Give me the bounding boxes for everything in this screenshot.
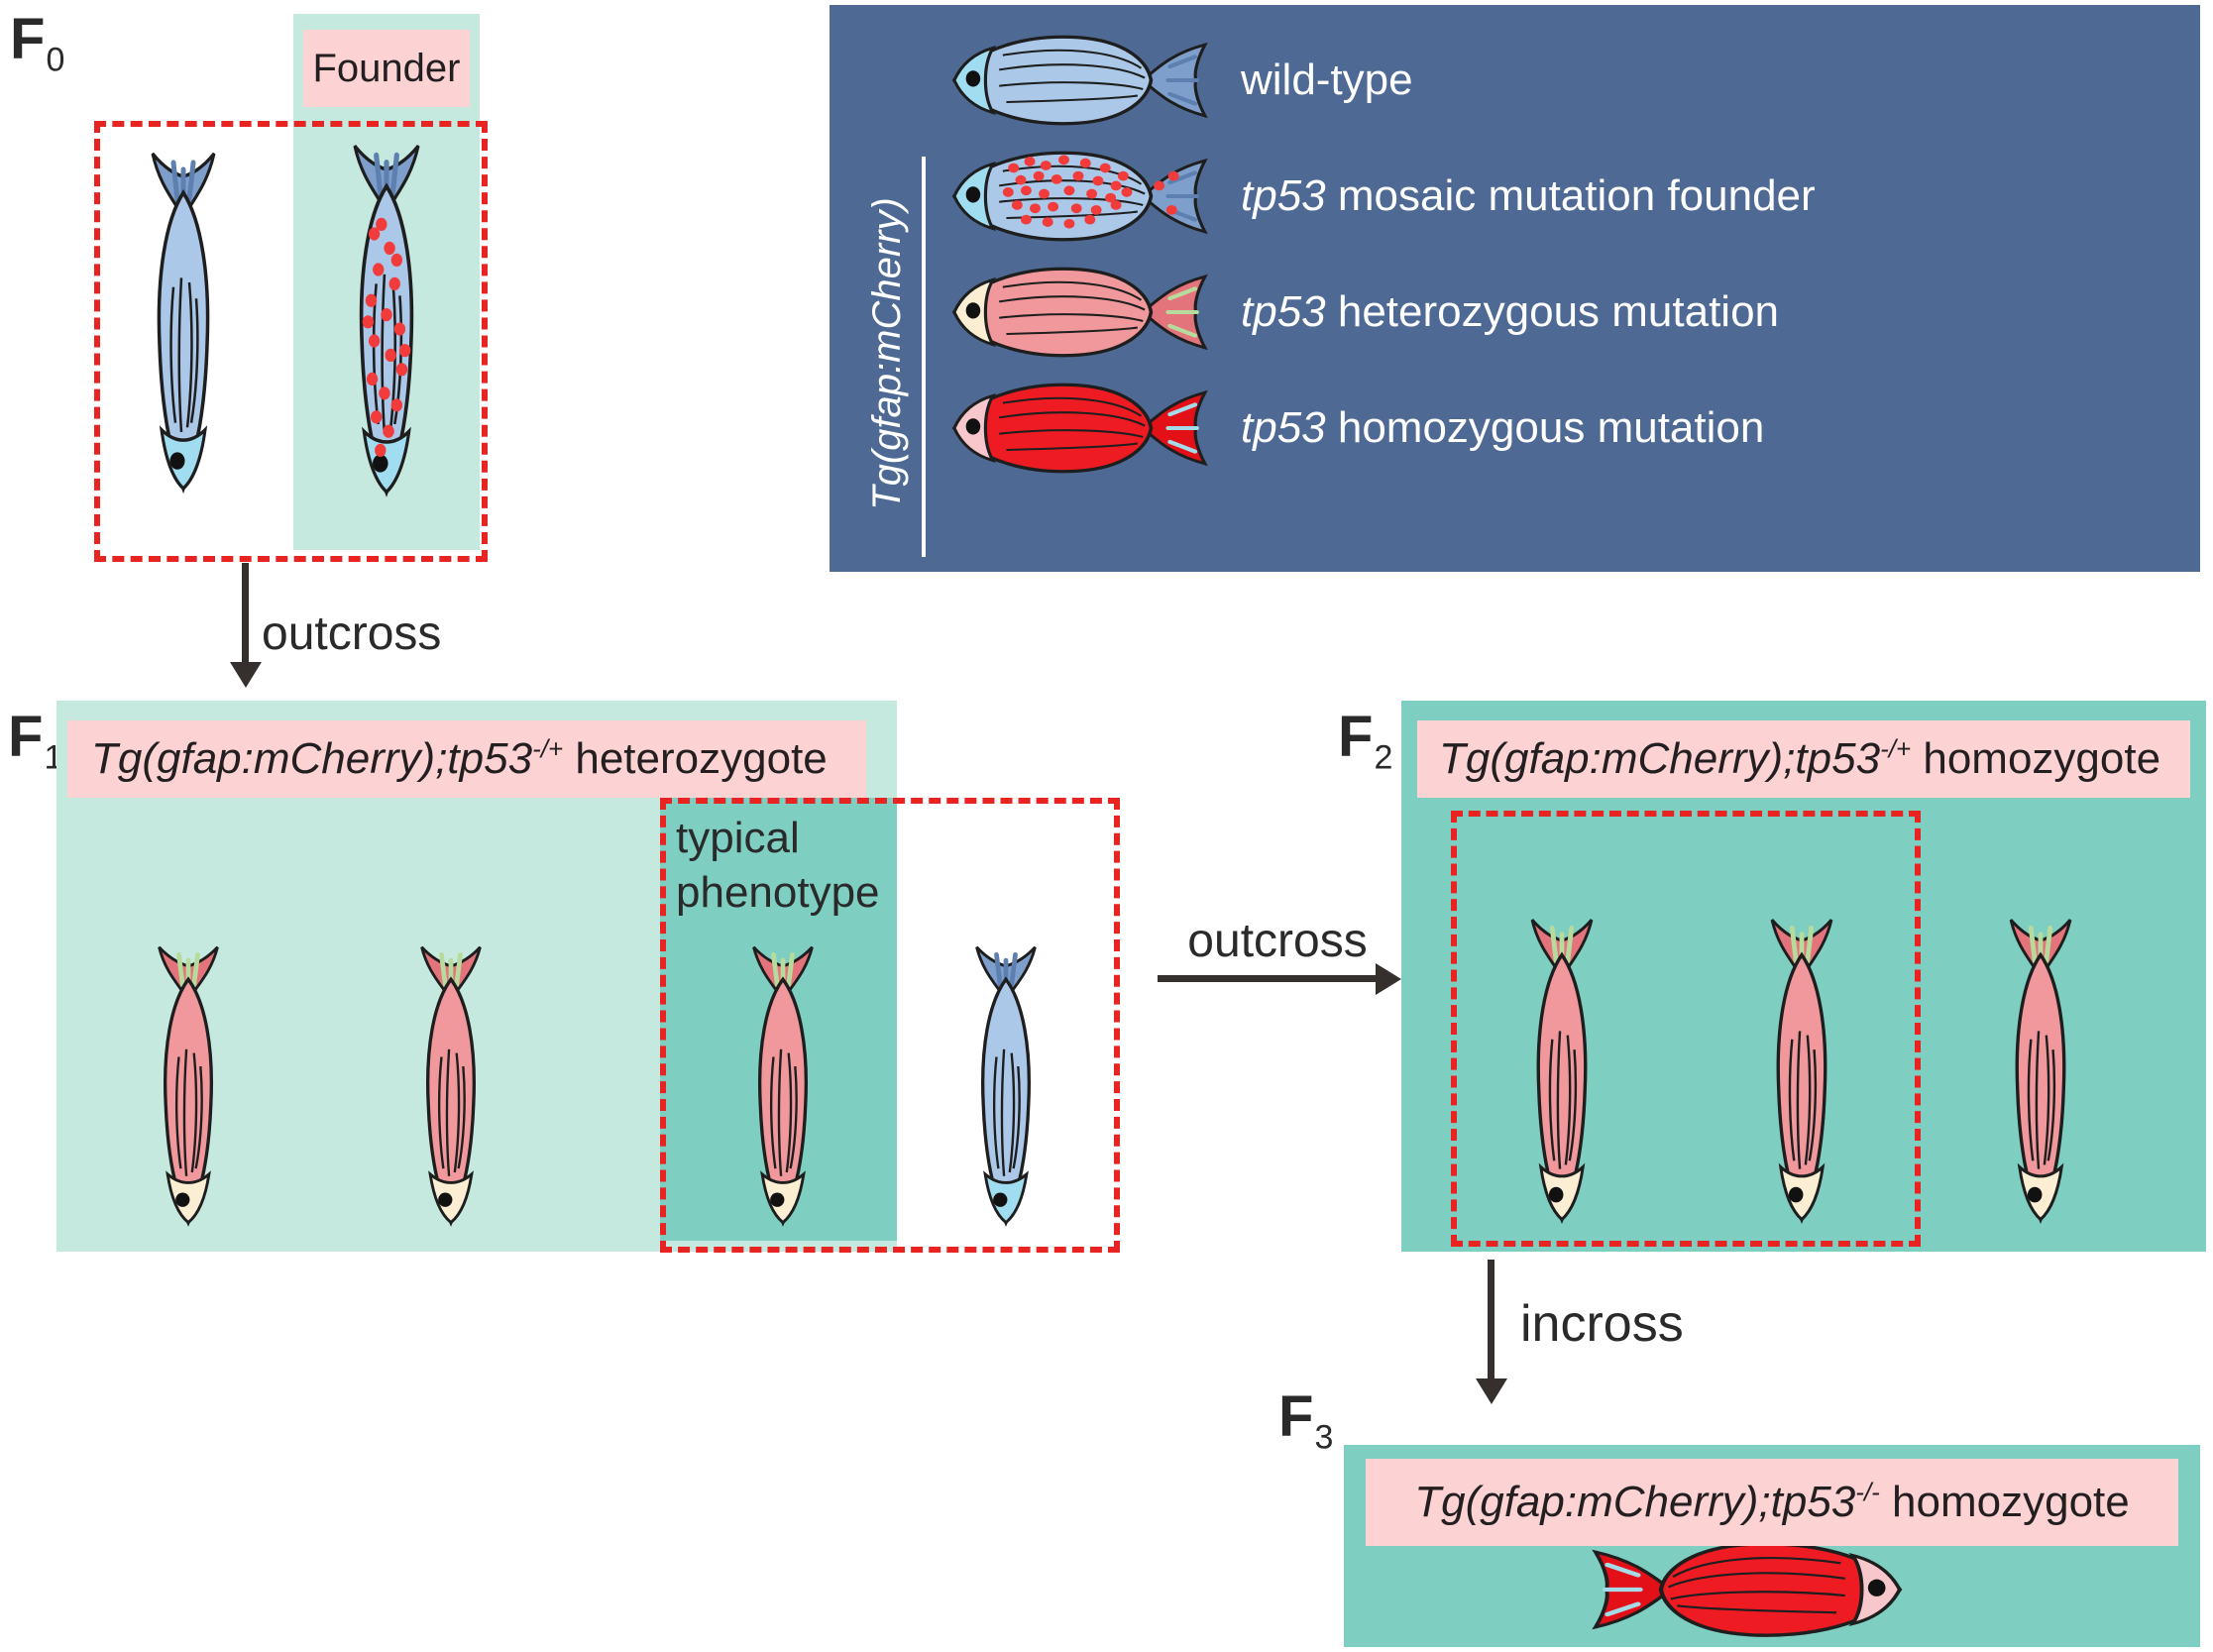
legend-row-mosaic: tp53 mosaic mutation founder xyxy=(1241,171,1816,220)
legend-heterozygous-fish-icon xyxy=(943,260,1213,365)
incross-arrow-label: incross xyxy=(1520,1295,1684,1353)
legend-homozygous-fish-icon xyxy=(943,376,1213,481)
outcross-arrow-2-label: outcross xyxy=(1187,915,1368,967)
f2-title-box: Tg(gfap:mCherry);tp53-/+ homozygote xyxy=(1417,720,2190,798)
incross-arrow-head xyxy=(1476,1378,1507,1404)
f1-het-fish-3-icon xyxy=(726,941,839,1235)
f2-fish-3-icon xyxy=(1983,914,2098,1233)
legend-row-wildtype: wild-type xyxy=(1241,55,1413,104)
f1-wildtype-fish-icon xyxy=(949,941,1062,1235)
f2-fish-1-icon xyxy=(1504,914,1619,1233)
founder-label: Founder xyxy=(312,47,461,90)
f2-generation-label: F2 xyxy=(1338,705,1394,777)
outcross-arrow-1-head xyxy=(230,662,262,688)
founder-label-box: Founder xyxy=(303,30,470,107)
f0-founder-fish-icon xyxy=(325,139,448,507)
outcross-arrow-1-line xyxy=(242,563,249,664)
f0-generation-label: F0 xyxy=(10,7,66,79)
outcross-arrow-2-head xyxy=(1376,963,1401,995)
f1-title: Tg(gfap:mCherry);tp53-/+ heterozygote xyxy=(91,733,828,783)
legend-bracket-line xyxy=(922,157,926,557)
legend-row-heterozygous: tp53 heterozygous mutation xyxy=(1241,287,1780,336)
legend-side-label: Tg(gfap:mCherry) xyxy=(865,197,909,510)
outcross-arrow-2-line xyxy=(1158,975,1378,982)
legend-wildtype-fish-icon xyxy=(943,28,1213,133)
legend-row-homozygous: tp53 homozygous mutation xyxy=(1241,403,1765,452)
f1-het-fish-1-icon xyxy=(132,941,245,1235)
f1-generation-label: F1 xyxy=(8,705,64,777)
f1-cross-dashed-box xyxy=(660,798,1120,1253)
f2-fish-2-icon xyxy=(1744,914,1859,1233)
outcross-arrow-1-label: outcross xyxy=(262,607,442,660)
f0-wildtype-fish-icon xyxy=(124,147,243,503)
f3-title-box: Tg(gfap:mCherry);tp53-/- homozygote xyxy=(1366,1459,2178,1546)
incross-arrow-line xyxy=(1488,1260,1494,1380)
f3-title: Tg(gfap:mCherry);tp53-/- homozygote xyxy=(1414,1477,2130,1526)
typical-phenotype-annotation: typical phenotype xyxy=(676,814,880,917)
f2-title: Tg(gfap:mCherry);tp53-/+ homozygote xyxy=(1439,733,2161,783)
f3-generation-label: F3 xyxy=(1278,1384,1335,1457)
f0-cross-dashed-box xyxy=(94,121,488,562)
f3-homozygous-fish-icon xyxy=(1586,1534,1913,1645)
f1-title-box: Tg(gfap:mCherry);tp53-/+ heterozygote xyxy=(67,720,866,798)
legend-mosaic-fish-icon xyxy=(943,144,1213,249)
f1-het-fish-2-icon xyxy=(394,941,507,1235)
f2-cross-dashed-box xyxy=(1451,811,1921,1247)
